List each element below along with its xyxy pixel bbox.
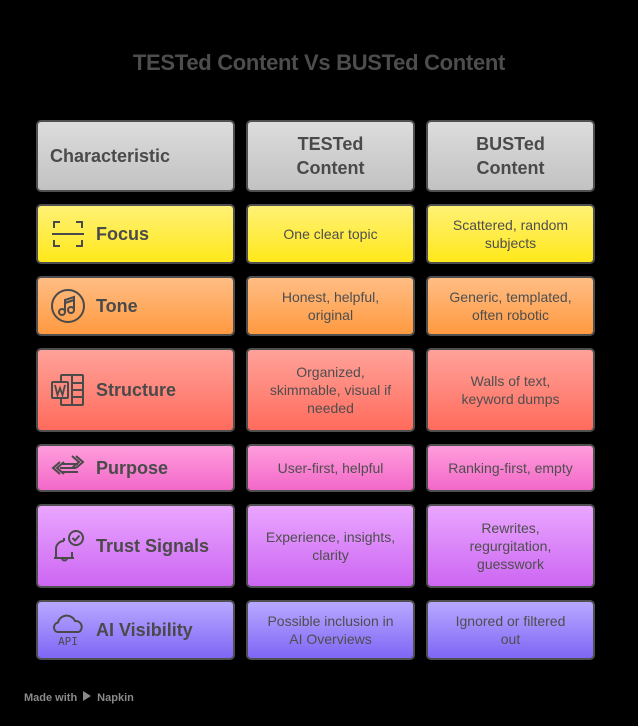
tested-value: One clear topic (283, 226, 378, 242)
row-label: Focus (96, 223, 150, 244)
busted-value: Ranking-first, empty (448, 460, 573, 476)
busted-value: Walls of text, keyword dumps (461, 373, 560, 407)
row-tone-tested: Honest, helpful, original (246, 276, 415, 336)
row-trust-signals-busted: Rewrites, regurgitation, guesswork (426, 504, 595, 588)
row-trust-signals-label: Trust Signals (36, 504, 235, 588)
tested-value: Honest, helpful, original (281, 289, 380, 323)
tested-value: Organized, skimmable, visual if needed (269, 364, 392, 416)
napkin-brand: Napkin (97, 691, 134, 704)
row-focus-busted: Scattered, random subjects (426, 204, 595, 264)
row-label: Structure (96, 379, 177, 400)
header-characteristic: Characteristic (36, 120, 235, 192)
row-tone-busted: Generic, templated, often robotic (426, 276, 595, 336)
row-tone-label: Tone (36, 276, 235, 336)
row-ai-visibility-busted: Ignored or filtered out (426, 600, 595, 660)
row-structure-label: Structure (36, 348, 235, 432)
busted-value: Generic, templated, often robotic (449, 289, 572, 323)
header-busted: BUSTed Content (426, 120, 595, 192)
tested-value: Experience, insights, clarity (265, 529, 396, 563)
arrows-exchange-icon (50, 450, 86, 486)
tested-value: User-first, helpful (277, 460, 384, 476)
row-focus-tested: One clear topic (246, 204, 415, 264)
bell-check-icon (50, 528, 86, 564)
row-label: AI Visibility (96, 619, 193, 640)
row-trust-signals-tested: Experience, insights, clarity (246, 504, 415, 588)
music-note-icon (50, 288, 86, 324)
cloud-api-icon: API (50, 612, 86, 648)
header-busted-label: BUSTed Content (476, 134, 545, 178)
tested-value: Possible inclusion in AI Overviews (267, 613, 394, 647)
napkin-logo-icon (81, 690, 93, 705)
row-label: Trust Signals (96, 535, 210, 556)
svg-text:API: API (58, 635, 78, 648)
row-purpose-tested: User-first, helpful (246, 444, 415, 492)
row-label: Tone (96, 295, 138, 316)
row-purpose-label: Purpose (36, 444, 235, 492)
word-document-icon (50, 372, 86, 408)
focus-frame-icon (50, 216, 86, 252)
busted-value: Rewrites, regurgitation, guesswork (469, 520, 552, 572)
made-with-label: Made with (24, 691, 78, 704)
row-structure-tested: Organized, skimmable, visual if needed (246, 348, 415, 432)
made-with-napkin-footer: Made with Napkin (24, 690, 134, 705)
row-ai-visibility-tested: Possible inclusion in AI Overviews (246, 600, 415, 660)
row-purpose-busted: Ranking-first, empty (426, 444, 595, 492)
row-focus-label: Focus (36, 204, 235, 264)
busted-value: Scattered, random subjects (452, 217, 569, 251)
row-label: Purpose (96, 457, 169, 478)
row-ai-visibility-label: API AI Visibility (36, 600, 235, 660)
diagram-title: TESTed Content Vs BUSTed Content (132, 50, 506, 75)
header-tested: TESTed Content (246, 120, 415, 192)
header-tested-label: TESTed Content (296, 134, 365, 178)
row-structure-busted: Walls of text, keyword dumps (426, 348, 595, 432)
header-characteristic-label: Characteristic (50, 146, 171, 166)
busted-value: Ignored or filtered out (455, 613, 566, 647)
